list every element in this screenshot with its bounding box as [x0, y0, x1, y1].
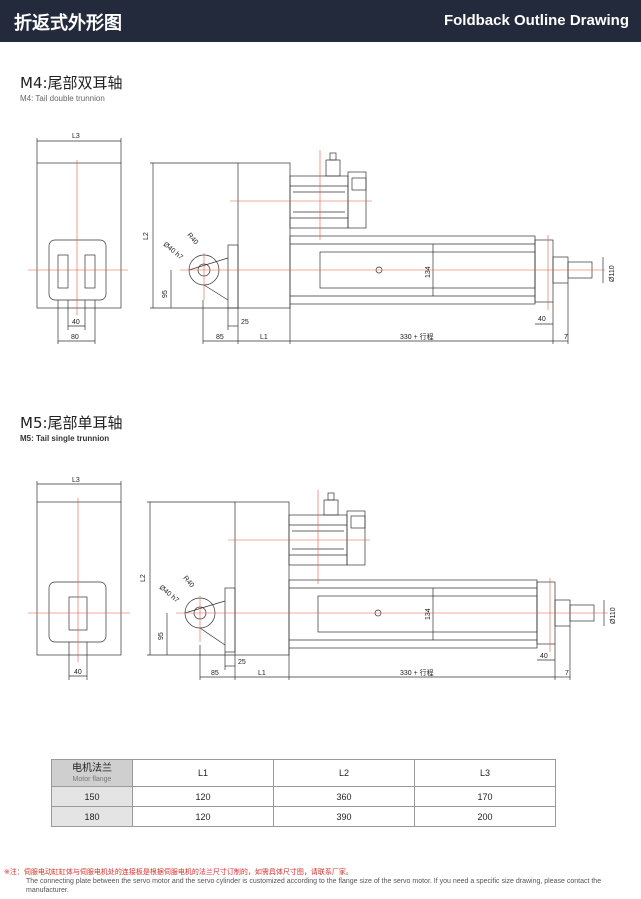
m5-dim-25: 25 [238, 659, 246, 666]
table-head-flange-cn: 电机法兰 [72, 762, 112, 774]
m5-subtitle: M5: Tail single trunnion [20, 434, 110, 443]
m4-dim-80: 80 [71, 334, 79, 341]
m5-dim-dia110: Ø110 [610, 607, 617, 624]
m5-cylinder [288, 579, 538, 649]
table-cell-flange: 180 [51, 806, 133, 827]
m5-side-flange [48, 581, 107, 643]
m5-dim-85: 85 [211, 670, 219, 677]
spec-table: 电机法兰 Motor flange L1 L2 L3 150 120 360 1… [51, 759, 556, 827]
m4-dim-l3: L3 [72, 133, 80, 140]
m4-dim-l1: L1 [260, 334, 268, 341]
table-cell-l3: 200 [414, 806, 556, 827]
footnote-cn: ※注：伺服电动缸缸体与伺服电机处的连接板是根据伺服电机的法兰尺寸订制的，如需具体… [4, 868, 353, 876]
m5-dim-dia40: Ø40 h7 [158, 584, 180, 604]
m5-fold-housing [234, 501, 290, 656]
m4-fold-housing [237, 162, 291, 309]
m4-dim-85: 85 [216, 334, 224, 341]
header-title-en: Foldback Outline Drawing [443, 12, 629, 29]
table-head-flange: 电机法兰 Motor flange [51, 759, 133, 787]
m5-dim-l1: L1 [258, 670, 266, 677]
table-cell-flange: 150 [51, 786, 133, 807]
page-header: 折返式外形图 Foldback Outline Drawing [0, 0, 641, 42]
m4-dim-7: 7 [564, 334, 568, 341]
table-cell-l1: 120 [132, 786, 274, 807]
m5-dim-40b: 40 [540, 653, 548, 660]
m4-dim-25: 25 [241, 319, 249, 326]
header-title-cn: 折返式外形图 [14, 13, 122, 34]
m5-side-block [36, 501, 122, 656]
m5-dim-134: 134 [425, 608, 432, 620]
m4-title: M4:尾部双耳轴 [20, 74, 123, 92]
m4-trunnion-left [57, 254, 69, 289]
m4-dim-40b: 40 [538, 316, 546, 323]
m4-dim-dia110: Ø110 [609, 265, 616, 282]
table-row: 150 120 360 170 [51, 786, 556, 807]
m5-dim-stroke: 330 + 行程 [400, 668, 434, 677]
table-header-row: 电机法兰 Motor flange L1 L2 L3 [51, 759, 556, 787]
table-row: 180 120 390 200 [51, 806, 556, 827]
m5-dim-95: 95 [158, 632, 165, 640]
footnote: ※注：伺服电动缸缸体与伺服电机处的连接板是根据伺服电机的法兰尺寸订制的，如需具体… [4, 868, 604, 895]
m5-dim-l2: L2 [140, 574, 147, 582]
m5-dim-7: 7 [565, 670, 569, 677]
table-cell-l1: 120 [132, 806, 274, 827]
table-head-l1: L1 [132, 759, 274, 787]
m4-dim-stroke: 330 + 行程 [400, 332, 434, 341]
m4-trunnion-right [84, 254, 96, 289]
table-cell-l2: 360 [273, 786, 415, 807]
m4-dim-40: 40 [72, 319, 80, 326]
m5-dim-40: 40 [74, 669, 82, 676]
table-head-l3: L3 [414, 759, 556, 787]
footnote-en: The connecting plate between the servo m… [26, 878, 602, 894]
m4-dim-95: 95 [162, 290, 169, 298]
table-cell-l2: 390 [273, 806, 415, 827]
table-head-l2: L2 [273, 759, 415, 787]
m4-side-block [36, 162, 122, 309]
m5-dim-r40: R40 [181, 575, 195, 589]
table-head-flange-en: Motor flange [72, 775, 112, 783]
table-cell-l3: 170 [414, 786, 556, 807]
m5-title: M5:尾部单耳轴 [20, 414, 123, 432]
m4-subtitle: M4: Tail double trunnion [20, 94, 105, 103]
m4-drawing: L3 40 80 L2 95 85 25 L1 330 + 行程 134 40 … [28, 133, 616, 344]
m4-dim-l2: L2 [143, 232, 150, 240]
m5-dim-l3: L3 [72, 477, 80, 484]
m4-dim-134: 134 [425, 266, 432, 278]
m5-drawing: L3 40 L2 95 85 25 L1 330 + 行程 134 40 7 Ø… [28, 477, 617, 680]
